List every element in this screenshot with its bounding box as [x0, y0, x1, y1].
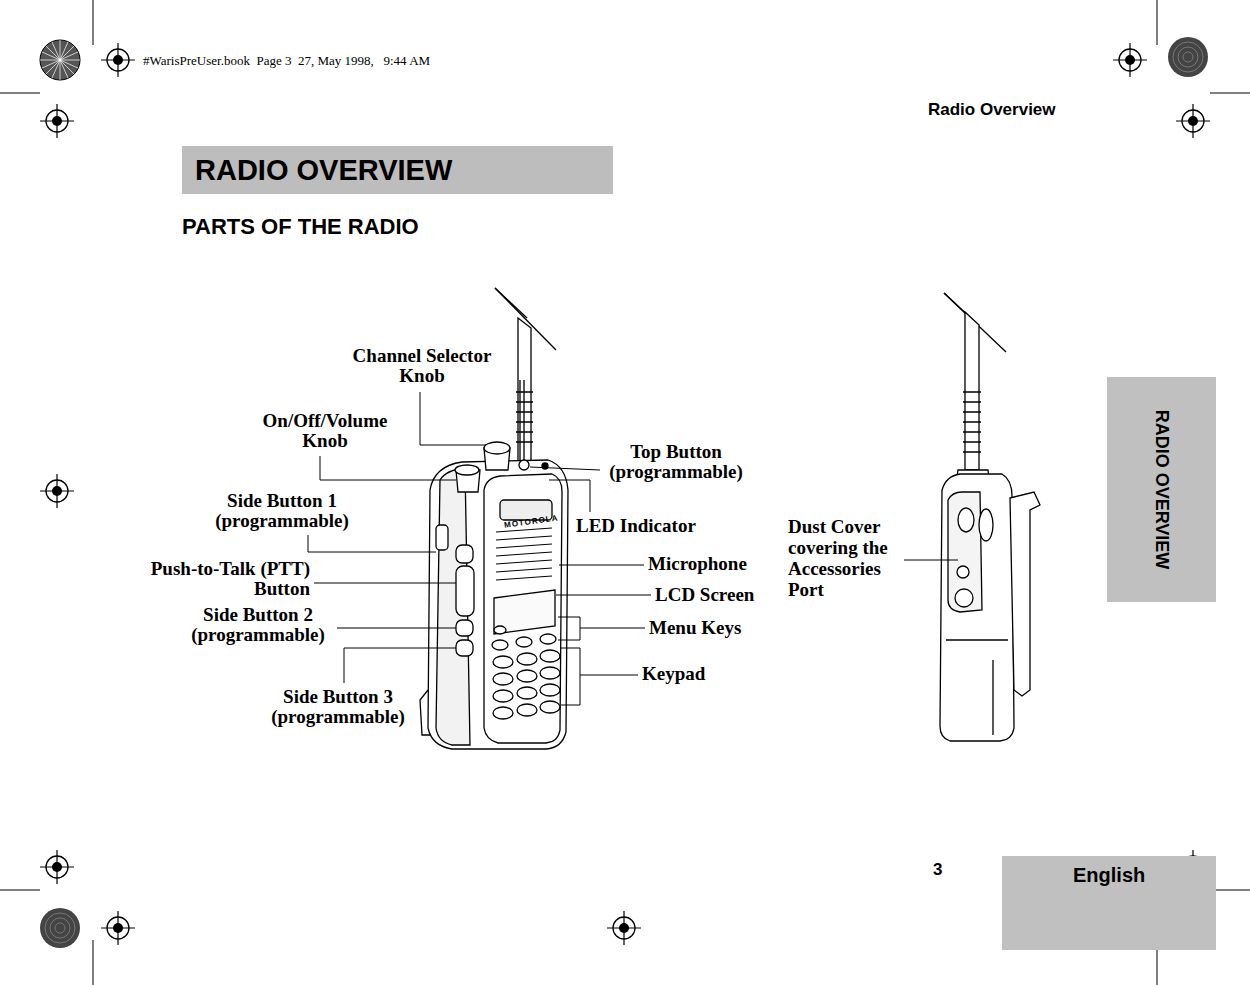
- part-label: Side Button 2 (programmable): [178, 605, 338, 645]
- section-heading: PARTS OF THE RADIO: [182, 214, 419, 240]
- title-band: RADIO OVERVIEW: [182, 146, 613, 194]
- part-label: LCD Screen: [655, 585, 754, 605]
- page-title: RADIO OVERVIEW: [195, 154, 452, 187]
- tab-label: English: [1073, 864, 1145, 887]
- part-label: Channel Selector Knob: [335, 346, 510, 386]
- part-label: Side Button 3 (programmable): [258, 687, 418, 727]
- part-label: Top Button (programmable): [596, 442, 756, 482]
- part-label: LED Indicator: [576, 516, 696, 536]
- part-label: Side Button 1 (programmable): [202, 491, 362, 531]
- part-label: Keypad: [642, 664, 705, 684]
- part-label: Dust Cover covering the Accessories Port: [788, 516, 908, 600]
- running-head: Radio Overview: [928, 100, 1056, 120]
- part-label: Microphone: [648, 554, 747, 574]
- file-stamp: #WarisPreUser.book Page 3 27, May 1998, …: [143, 53, 430, 69]
- tab-label-vertical: RADIO OVERVIEW: [1151, 410, 1172, 570]
- side-tab: RADIO OVERVIEW: [1107, 377, 1216, 602]
- part-label: Push-to-Talk (PTT) Button: [150, 559, 310, 599]
- part-label: On/Off/Volume Knob: [250, 411, 400, 451]
- language-tab: English: [1002, 856, 1216, 950]
- part-label: Menu Keys: [649, 618, 741, 638]
- page-number: 3: [933, 860, 942, 880]
